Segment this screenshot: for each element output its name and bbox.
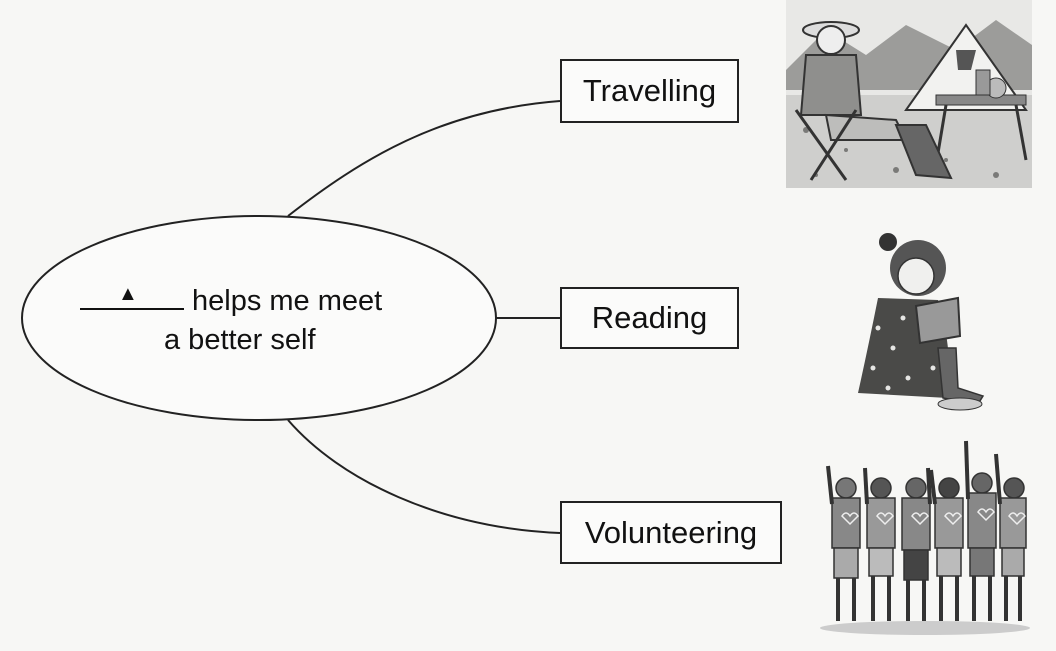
camping-woman-icon <box>786 0 1032 188</box>
girl-reading-icon <box>858 233 985 411</box>
volunteers-group-icon <box>820 440 1030 635</box>
center-line-2: a better self <box>164 324 316 357</box>
center-ellipse <box>21 215 497 421</box>
branch-box-volunteering: Volunteering <box>560 501 782 564</box>
center-line-1: ▲ helps me meet <box>60 280 450 321</box>
connector-volunteering <box>287 419 561 534</box>
center-statement: ▲ helps me meet a better self <box>60 280 450 360</box>
center-line1-text: helps me meet <box>192 285 383 317</box>
branch-box-reading: Reading <box>560 287 739 349</box>
connector-travelling <box>287 100 561 217</box>
branch-box-travelling: Travelling <box>560 59 739 123</box>
answer-blank: ▲ <box>80 280 184 310</box>
triangle-icon: ▲ <box>118 283 138 305</box>
